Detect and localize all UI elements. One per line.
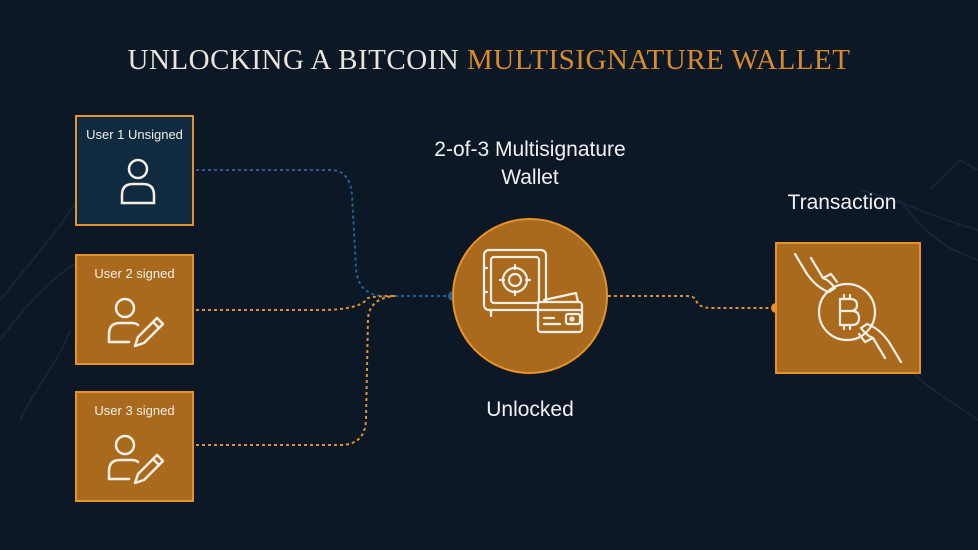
user-icon [120, 158, 156, 205]
connector-user-1 [196, 169, 452, 297]
user-sign-icon [107, 297, 165, 348]
connector-user-2 [196, 295, 396, 311]
user-2-box: User 2 signed [75, 254, 194, 365]
title-main: UNLOCKING A BITCOIN [127, 44, 467, 76]
connector-user-3 [196, 295, 396, 446]
user-1-label: User 1 Unsigned [86, 127, 183, 142]
user-3-box: User 3 signed [75, 391, 194, 502]
wallet-status: Unlocked [486, 398, 574, 421]
transaction-node [775, 242, 921, 374]
wallet-title-line-1: 2-of-3 Multisignature [434, 138, 626, 161]
bitcoin-hands-icon [793, 252, 903, 364]
wallet-title: 2-of-3 Multisignature Wallet [400, 136, 660, 192]
title-accent: MULTISIGNATURE WALLET [467, 44, 851, 76]
wallet-title-line-2: Wallet [501, 166, 559, 189]
user-sign-icon [107, 434, 165, 485]
safe-and-wallet-icon [482, 248, 584, 334]
page-title: UNLOCKING A BITCOIN MULTISIGNATURE WALLE… [0, 44, 978, 77]
user-1-box: User 1 Unsigned [75, 115, 194, 226]
user-3-label: User 3 signed [94, 403, 175, 418]
user-2-label: User 2 signed [94, 266, 175, 281]
transaction-label: Transaction [787, 191, 897, 214]
connector-wallet-to-transaction [608, 295, 775, 309]
wallet-node [452, 218, 608, 374]
